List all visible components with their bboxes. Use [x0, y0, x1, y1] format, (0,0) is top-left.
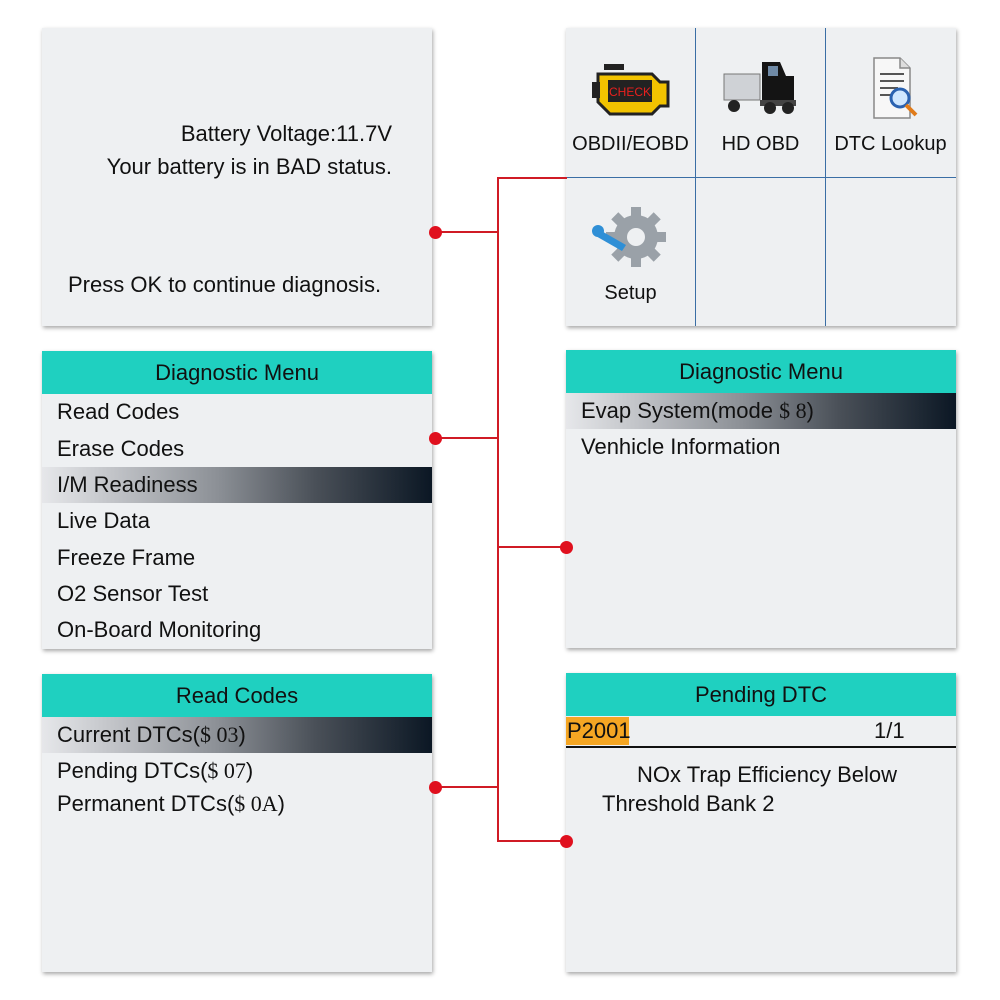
dtc-page-counter: 1/1	[874, 718, 905, 743]
connector-dot	[429, 432, 442, 445]
menu-item-im-readiness[interactable]: I/M Readiness	[42, 467, 432, 503]
connector-dot	[429, 781, 442, 794]
menu-item-label: Pending DTCs(	[57, 758, 208, 783]
tile-setup[interactable]: Setup	[566, 177, 695, 326]
read-codes-screen: Read Codes Current DTCs($ 03) Pending DT…	[42, 674, 432, 972]
screen-title: Diagnostic Menu	[566, 350, 956, 393]
menu-item-label: Evap System(mode	[581, 398, 780, 423]
battery-voltage-text: Battery Voltage:11.7V	[180, 121, 392, 146]
tile-dtc-lookup[interactable]: DTC Lookup	[826, 28, 955, 178]
menu-item-o2-sensor-test[interactable]: O2 Sensor Test	[57, 581, 209, 606]
menu-item-freeze-frame[interactable]: Freeze Frame	[57, 545, 196, 570]
mode-code: $ 03	[200, 722, 239, 747]
connector-line	[436, 786, 498, 788]
battery-status-screen: Battery Voltage:11.7V Your battery is in…	[42, 28, 432, 326]
tile-label: OBDII/EOBD	[572, 133, 689, 155]
dtc-description-line-2: Threshold Bank 2	[602, 791, 775, 816]
document-search-icon	[873, 57, 918, 119]
battery-status-text: Your battery is in BAD status.	[106, 154, 392, 179]
screen-title: Read Codes	[42, 674, 432, 717]
menu-item-vehicle-information[interactable]: Venhicle Information	[566, 429, 956, 465]
home-menu-screen: CHECK OBDII/EOBD HD OBD DTC Lookup	[566, 28, 956, 326]
tile-obdii-eobd[interactable]: CHECK OBDII/EOBD	[566, 28, 695, 178]
connector-line	[497, 840, 567, 842]
svg-text:CHECK: CHECK	[609, 85, 651, 99]
tile-label: Setup	[604, 282, 657, 304]
dtc-divider	[566, 746, 956, 748]
tile-hd-obd[interactable]: HD OBD	[696, 28, 825, 178]
connector-line	[436, 437, 498, 439]
check-engine-icon: CHECK	[592, 64, 670, 116]
connector-line	[497, 546, 567, 548]
menu-item-on-board-monitoring[interactable]: On-Board Monitoring	[57, 617, 262, 642]
tile-label: HD OBD	[721, 133, 800, 155]
dtc-description-line-1: NOx Trap Efficiency Below	[637, 762, 898, 787]
tile-label: DTC Lookup	[834, 133, 947, 155]
menu-item-suffix: )	[277, 791, 285, 816]
connector-line	[497, 177, 499, 842]
connector-line	[497, 177, 567, 179]
pending-dtc-screen: Pending DTC P2001 1/1 NOx Trap Efficienc…	[566, 673, 956, 972]
connector-dot	[560, 541, 573, 554]
mode-code: $ 0A	[234, 791, 278, 816]
continue-prompt-text[interactable]: Press OK to continue diagnosis.	[68, 272, 382, 297]
connector-dot	[429, 226, 442, 239]
dtc-code-badge: P2001	[566, 717, 631, 745]
menu-item-label: Current DTCs(	[57, 722, 201, 747]
menu-item-permanent-dtcs[interactable]: Permanent DTCs($ 0A)	[42, 787, 432, 821]
mode-code: $ 07	[207, 758, 246, 783]
menu-item-label: Permanent DTCs(	[57, 791, 235, 816]
menu-item-suffix: )	[238, 722, 246, 747]
menu-item-label: Venhicle Information	[581, 434, 781, 459]
menu-item-pending-dtcs[interactable]: Pending DTCs($ 07)	[42, 754, 432, 788]
menu-item-current-dtcs[interactable]: Current DTCs($ 03)	[42, 717, 432, 753]
truck-icon	[723, 62, 796, 114]
menu-item-erase-codes[interactable]: Erase Codes	[57, 436, 185, 461]
menu-item-read-codes[interactable]: Read Codes	[57, 399, 180, 424]
gear-wrench-icon	[592, 207, 666, 267]
menu-item-evap-system[interactable]: Evap System(mode $ 8)	[566, 393, 956, 429]
screen-title: Diagnostic Menu	[42, 351, 432, 394]
diagnostic-menu-screen-2: Diagnostic Menu Evap System(mode $ 8) Ve…	[566, 350, 956, 648]
menu-item-live-data[interactable]: Live Data	[57, 508, 150, 533]
grid-divider	[566, 177, 956, 178]
mode-code: $ 8	[779, 398, 807, 423]
menu-item-suffix: )	[806, 398, 814, 423]
diagnostic-menu-screen: Diagnostic Menu Read Codes Erase Codes I…	[42, 351, 432, 649]
menu-item-suffix: )	[245, 758, 254, 783]
connector-dot	[560, 835, 573, 848]
screen-title: Pending DTC	[566, 673, 956, 716]
connector-line	[436, 231, 498, 233]
